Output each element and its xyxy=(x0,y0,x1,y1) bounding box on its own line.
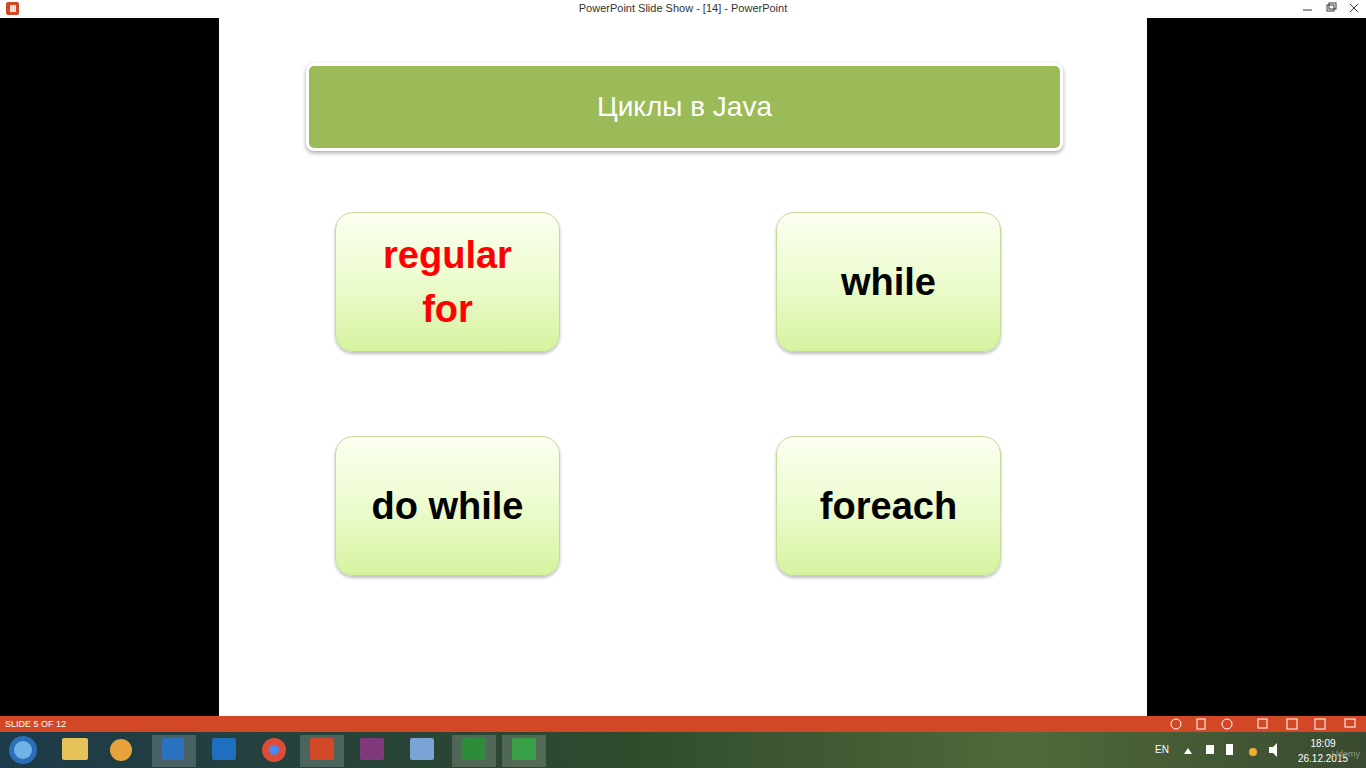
loop-name: while xyxy=(841,255,936,309)
loop-box: while xyxy=(776,212,1001,352)
loop-name: foreach xyxy=(820,479,957,533)
watermark: Udemy xyxy=(1320,748,1360,760)
loop-box: foreach xyxy=(776,436,1001,576)
language-indicator: EN xyxy=(1150,743,1174,756)
clock-time: 18:09 xyxy=(1298,737,1348,750)
status-text: SLIDE 5 OF 12 xyxy=(5,718,205,730)
title-band: Циклы в Java xyxy=(306,63,1063,151)
loop-box: do while xyxy=(335,436,560,576)
slide-title: Циклы в Java xyxy=(597,91,772,123)
loop-name: regular for xyxy=(373,228,523,336)
loop-name: do while xyxy=(372,479,524,533)
window-title: PowerPoint Slide Show - [14] - PowerPoin… xyxy=(0,1,1366,15)
loop-box: regular for xyxy=(335,212,560,352)
